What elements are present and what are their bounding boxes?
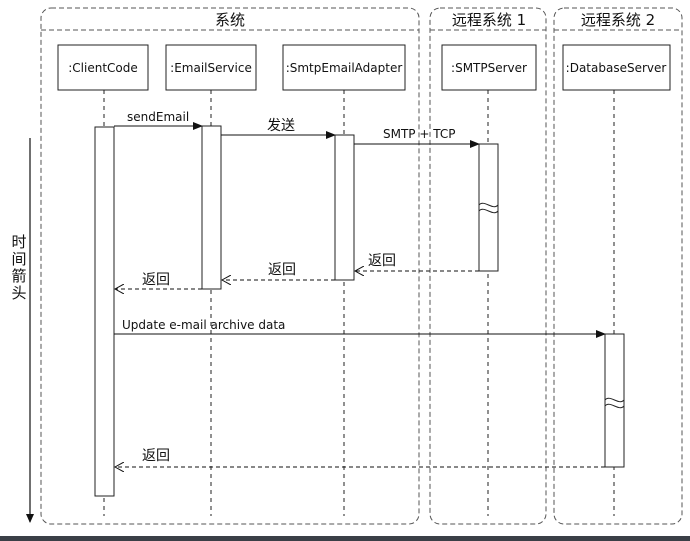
frame-remote-2: 远程系统 2 [553, 7, 683, 525]
message-label-send: 发送 [267, 118, 295, 134]
time-axis: 时 间 箭 头 [11, 138, 34, 523]
message-smtp-tcp: SMTP + TCP [354, 127, 480, 148]
frame-remote-1: 远程系统 1 [429, 7, 547, 525]
frame-system: 系统 [40, 7, 420, 525]
time-axis-char-1: 时 [11, 233, 26, 251]
activation-smtp [478, 143, 499, 272]
lifeline-label-smtp: :SMTPServer [451, 61, 527, 75]
message-send: 发送 [221, 118, 336, 139]
message-update-archive: Update e-mail archive data [114, 318, 606, 338]
message-return-email: 返回 [115, 272, 202, 289]
activation-email [201, 125, 222, 290]
lifeline-label-email: :EmailService [170, 61, 252, 75]
lifeline-head-db: :DatabaseServer [562, 44, 671, 91]
lifeline-head-smtp: :SMTPServer [441, 44, 537, 91]
activation-client [94, 126, 115, 497]
message-label-send-email: sendEmail [127, 110, 189, 124]
message-send-email: sendEmail [114, 110, 203, 130]
frame-title-remote-1: 远程系统 1 [452, 11, 526, 29]
message-label-update-archive: Update e-mail archive data [122, 318, 285, 332]
break-mark-icon [478, 202, 499, 214]
message-label-smtp-tcp: SMTP + TCP [383, 127, 455, 141]
frame-title-remote-2: 远程系统 2 [581, 11, 655, 29]
window-bottom-border [0, 536, 690, 541]
activation-adapter [334, 134, 355, 281]
message-return-smtp: 返回 [355, 253, 479, 271]
message-return-db: 返回 [115, 448, 605, 467]
message-label-return-db: 返回 [142, 448, 170, 464]
lifeline-lines [103, 90, 615, 516]
lifeline-head-email: :EmailService [165, 44, 257, 91]
time-axis-char-3: 箭 [11, 267, 26, 285]
arrow-down-icon [26, 514, 34, 523]
break-mark-icon [604, 397, 625, 409]
frame-title-system: 系统 [215, 11, 245, 29]
message-label-return-smtp: 返回 [368, 253, 396, 269]
lifeline-label-adapter: :SmtpEmailAdapter [286, 61, 403, 75]
message-label-return-adapter: 返回 [268, 262, 296, 278]
activation-db [604, 333, 625, 468]
lifeline-head-adapter: :SmtpEmailAdapter [282, 44, 406, 91]
message-label-return-email: 返回 [142, 272, 170, 288]
lifeline-label-db: :DatabaseServer [566, 61, 667, 75]
lifeline-head-client: :ClientCode [57, 44, 149, 91]
time-axis-char-2: 间 [11, 250, 26, 268]
lifeline-label-client: :ClientCode [68, 61, 138, 75]
time-axis-char-4: 头 [11, 284, 26, 302]
message-return-adapter: 返回 [222, 262, 335, 280]
